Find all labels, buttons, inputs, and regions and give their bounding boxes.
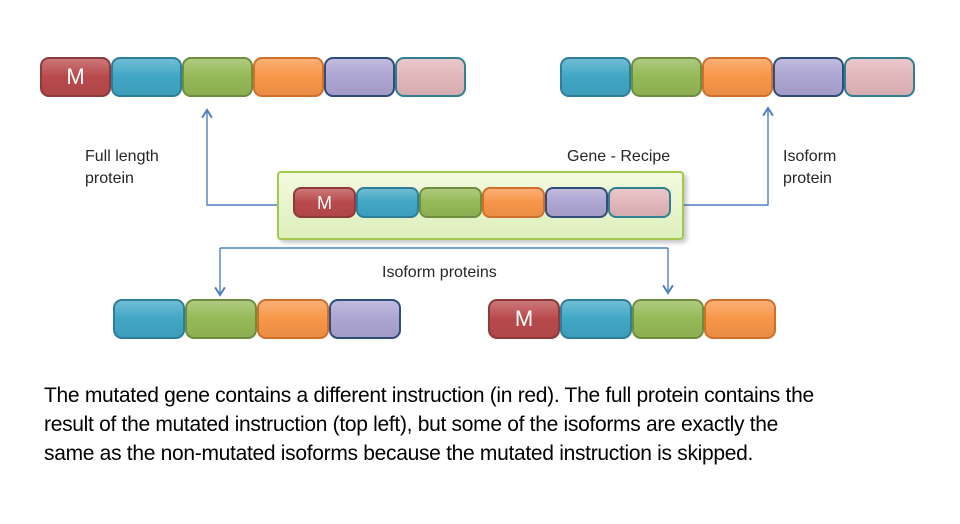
caption-text: The mutated gene contains a different in… bbox=[44, 381, 814, 468]
protein-segment-orange bbox=[253, 57, 324, 97]
protein-segment-mutated: M bbox=[293, 187, 356, 218]
protein-segment-mutated: M bbox=[488, 299, 560, 339]
isoform-protein-top-row bbox=[560, 57, 915, 97]
isoform-proteins-label: Isoform proteins bbox=[382, 264, 497, 281]
protein-segment-green bbox=[182, 57, 253, 97]
protein-segment-orange bbox=[702, 57, 773, 97]
caption-line-1: The mutated gene contains a different in… bbox=[44, 384, 814, 407]
isoform-bottom-right-row: M bbox=[488, 299, 776, 339]
arrow-gene-to-isoform-top bbox=[683, 106, 774, 206]
protein-segment-teal bbox=[356, 187, 419, 218]
caption-line-2: result of the mutated instruction (top l… bbox=[44, 413, 779, 436]
protein-segment-green bbox=[631, 57, 702, 97]
protein-segment-purple bbox=[545, 187, 608, 218]
isoform-protein-label: Isoform protein bbox=[783, 148, 837, 187]
protein-segment-orange bbox=[482, 187, 545, 218]
protein-segment-pink bbox=[608, 187, 671, 218]
caption-line-3: same as the non-mutated isoforms because… bbox=[44, 442, 754, 465]
protein-segment-pink bbox=[395, 57, 466, 97]
protein-segment-teal bbox=[560, 299, 632, 339]
gene-segments-row: M bbox=[293, 187, 671, 218]
protein-segment-purple bbox=[324, 57, 395, 97]
full-length-protein-label: Full length protein bbox=[85, 148, 159, 187]
gene-box: M bbox=[277, 171, 684, 240]
protein-segment-pink bbox=[844, 57, 915, 97]
protein-segment-teal bbox=[113, 299, 185, 339]
protein-segment-orange bbox=[257, 299, 329, 339]
full-length-protein-row: M bbox=[40, 57, 466, 97]
protein-segment-teal bbox=[560, 57, 631, 97]
arrow-gene-to-full-length bbox=[201, 108, 278, 206]
protein-segment-green bbox=[632, 299, 704, 339]
protein-segment-green bbox=[185, 299, 257, 339]
isoform-bottom-left-row bbox=[113, 299, 401, 339]
protein-segment-purple bbox=[773, 57, 844, 97]
protein-segment-orange bbox=[704, 299, 776, 339]
protein-segment-teal bbox=[111, 57, 182, 97]
protein-segment-mutated: M bbox=[40, 57, 111, 97]
protein-segment-green bbox=[419, 187, 482, 218]
gene-recipe-label: Gene - Recipe bbox=[567, 148, 671, 165]
protein-segment-purple bbox=[329, 299, 401, 339]
